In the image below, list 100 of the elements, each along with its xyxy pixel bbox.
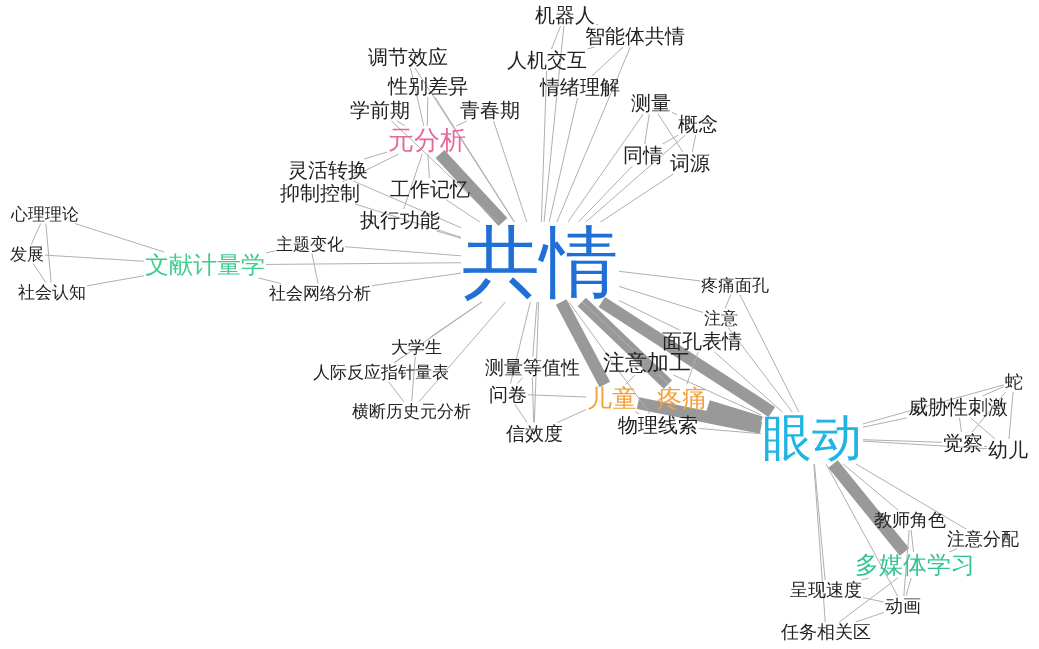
keyword-label: 社会认知 [18,283,86,301]
keyword-label: 任务相关区 [781,623,871,641]
keyword-label: 调节效应 [368,47,448,67]
link-line [391,120,499,223]
link-line [532,301,538,357]
link-line [344,246,462,257]
keyword-label: 多媒体学习 [855,553,975,577]
link-line [598,296,776,418]
keyword-label: 信效度 [505,423,563,443]
link-line [555,299,611,388]
link-line [724,294,732,309]
link-line [618,270,701,282]
keyword-label: 主题变化 [276,235,344,253]
link-line [691,134,697,153]
keyword-label: 觉察 [943,433,983,453]
link-line [910,529,915,553]
link-line [591,46,624,77]
link-line [354,203,462,238]
keyword-label: 眼动 [762,413,862,463]
keyword-label: 儿童 [587,385,637,411]
link-line [556,46,631,223]
keyword-label: 发展 [10,245,44,263]
link-line [625,374,636,385]
keyword-label: 幼儿 [988,440,1028,460]
link-line [265,250,276,254]
link-line [514,404,528,423]
keyword-label: 文献计量学 [145,253,265,277]
link-line [959,417,962,433]
link-line [543,25,565,223]
link-line [862,439,943,443]
keyword-label: 共情 [462,223,618,301]
link-line [585,134,686,223]
link-line [30,223,42,245]
keyword-label: 灵活转换 [288,160,368,180]
link-line [393,356,404,363]
link-line [982,385,1005,397]
link-line [842,463,899,511]
link-line [396,120,406,127]
keyword-label: 横断历史元分析 [351,402,471,420]
link-line [634,411,640,415]
link-line [970,417,996,440]
keyword-label: 动画 [885,597,921,615]
link-line [567,113,644,223]
keyword-label: 抑制控制 [280,183,360,203]
keyword-label: 社会网络分析 [269,284,371,302]
keyword-label: 青春期 [460,100,520,120]
link-line [686,351,699,385]
keyword-label: 学前期 [350,100,410,120]
link-line [862,597,885,603]
link-line [586,46,596,50]
link-line [394,301,483,363]
link-line [418,301,506,402]
link-line [577,297,673,389]
link-line [713,351,783,413]
keyword-label: 心理理论 [11,205,79,223]
link-line [493,120,528,223]
link-line [550,25,562,50]
keyword-label: 蛇 [1005,373,1023,391]
link-line [1008,391,1014,440]
link-line [662,134,679,145]
link-line [581,301,635,352]
keyword-label: 元分析 [388,127,466,153]
link-line [426,96,429,127]
link-line [862,440,988,450]
link-line [862,417,908,428]
link-line [825,463,899,597]
keyword-label: 情绪理解 [540,77,620,97]
link-line [352,180,462,229]
link-line [855,611,885,623]
link-line [813,463,826,623]
keyword-label: 疼痛 [657,385,707,411]
link-line [414,67,515,223]
link-line [600,173,674,223]
link-line [32,263,47,283]
link-line [672,374,762,416]
keyword-label: 人际反应指针量表 [313,363,449,381]
link-line [403,153,423,210]
keyword-label: 测量等值性 [484,357,580,377]
keyword-label: 注意 [704,309,738,327]
link-line [446,199,481,223]
link-line [828,460,910,556]
link-line [74,223,165,253]
keyword-label: 测量 [631,93,671,113]
keyword-label: 威胁性刺激 [908,397,1008,417]
link-line [410,67,425,127]
link-line [540,70,548,223]
keyword-label: 概念 [678,114,718,134]
link-line [618,285,704,313]
keyword-label: 疼痛面孔 [701,276,769,294]
link-line [411,356,416,402]
keyword-label: 词源 [670,153,710,173]
keyword-label: 机器人 [535,5,595,25]
link-line [510,301,531,384]
link-line [671,111,678,116]
link-line [363,151,388,160]
keyword-label: 智能体共情 [585,26,685,46]
link-line [618,300,680,331]
link-line [903,529,910,597]
link-line [257,277,282,284]
link-line [657,113,684,153]
